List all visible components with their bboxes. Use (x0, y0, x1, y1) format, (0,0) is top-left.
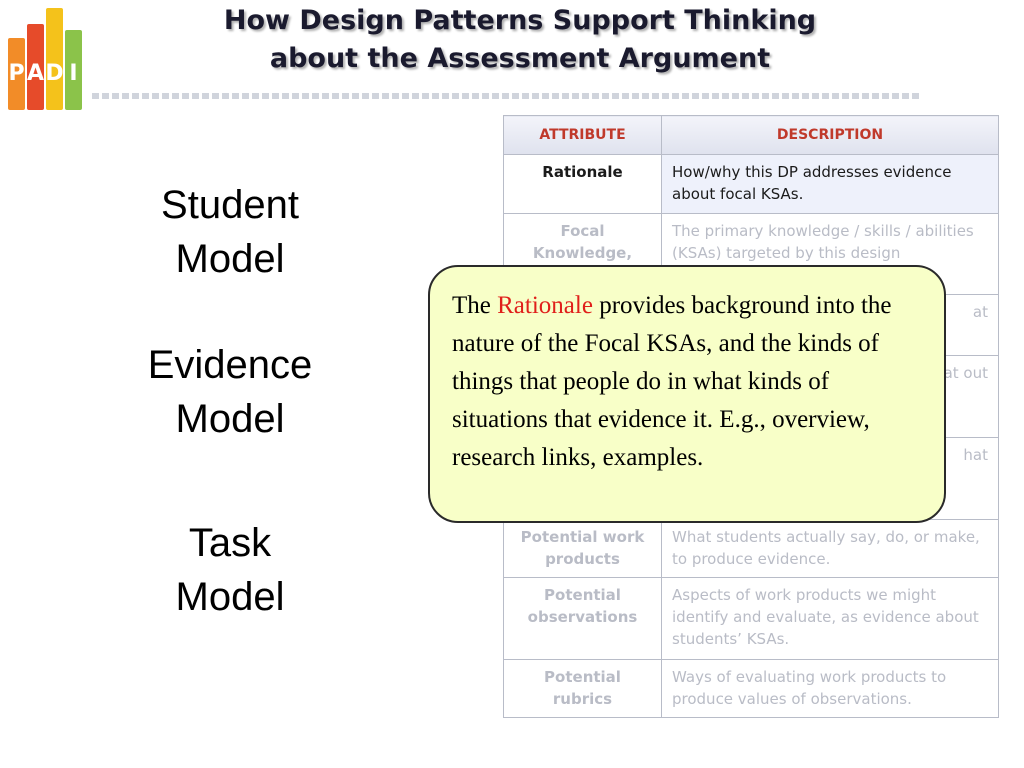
table-header-row: ATTRIBUTE DESCRIPTION (503, 115, 999, 155)
row-description: How/why this DP addresses evidence about… (661, 154, 999, 214)
row-attribute: Potential work products (503, 519, 662, 578)
model-label-line: Model (175, 237, 285, 281)
model-label-line: Student (161, 183, 299, 227)
logo-bar-a: A (27, 24, 44, 110)
table-row: Rationale How/why this DP addresses evid… (503, 154, 999, 214)
evidence-model-label: Evidence Model (130, 338, 330, 446)
callout-text: provides background into the nature of t… (452, 292, 892, 471)
row-description: What students actually say, do, or make,… (661, 519, 999, 578)
title-divider (92, 93, 922, 99)
callout-prefix: The (452, 292, 498, 319)
row-description: Aspects of work products we might identi… (661, 577, 999, 660)
logo-bar-d: D (45, 8, 64, 110)
table-row: Potential work products What students ac… (503, 519, 999, 578)
row-attribute: Rationale (503, 154, 662, 214)
padi-logo: P A D I (8, 8, 88, 112)
logo-letter: P (8, 61, 25, 86)
model-label-line: Evidence (147, 343, 313, 387)
rationale-callout: The Rationale provides background into t… (428, 265, 946, 523)
model-label-line: Model (175, 397, 285, 441)
callout-highlight: Rationale (497, 292, 593, 319)
header-description: DESCRIPTION (661, 115, 999, 155)
logo-bar-i: I (65, 30, 82, 110)
logo-letter: A (26, 61, 45, 86)
model-label-line: Model (175, 575, 285, 619)
table-row: Potential rubrics Ways of evaluating wor… (503, 659, 999, 718)
slide-title: How Design Patterns Support Thinking abo… (120, 2, 920, 78)
header-attribute: ATTRIBUTE (503, 115, 662, 155)
task-model-label: Task Model (130, 516, 330, 624)
student-model-label: Student Model (130, 178, 330, 286)
model-label-line: Task (188, 521, 272, 565)
logo-letter: I (69, 61, 78, 86)
slide-title-line-1: How Design Patterns Support Thinking (223, 5, 817, 36)
row-attribute: Potential observations (503, 577, 662, 660)
table-row: Potential observations Aspects of work p… (503, 577, 999, 660)
logo-bar-p: P (8, 38, 25, 110)
slide-title-line-2: about the Assessment Argument (269, 43, 771, 74)
logo-letter: D (45, 61, 64, 86)
row-attribute: Potential rubrics (503, 659, 662, 718)
row-description: Ways of evaluating work products to prod… (661, 659, 999, 718)
